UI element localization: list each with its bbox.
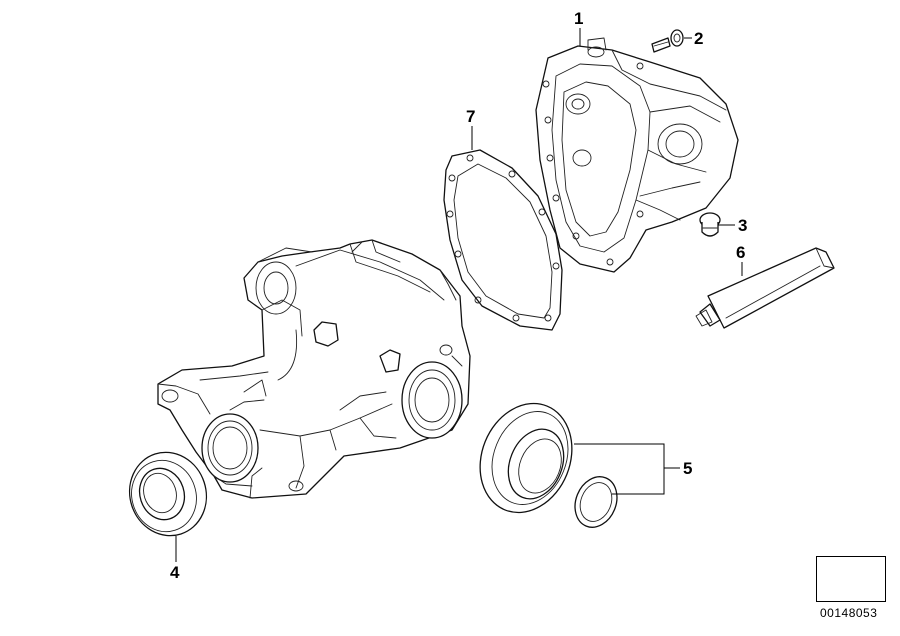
part-plug — [699, 212, 721, 237]
part-shaft-seal-right — [479, 402, 618, 528]
part-housing — [157, 239, 471, 499]
callout-7: 7 — [466, 107, 476, 126]
callout-3: 3 — [738, 216, 748, 235]
part-sealant-tube — [695, 247, 835, 329]
part-shaft-seal-left — [128, 451, 208, 537]
callout-2: 2 — [694, 29, 704, 48]
leader-lines — [175, 28, 743, 562]
callout-4: 4 — [170, 563, 180, 582]
part-cover — [535, 37, 739, 273]
part-bolt — [651, 29, 684, 53]
callout-5: 5 — [683, 459, 693, 478]
callout-1: 1 — [574, 9, 584, 28]
catalog-icon-frame — [816, 556, 886, 602]
callout-6: 6 — [736, 243, 746, 262]
part-gasket — [443, 149, 563, 331]
catalog-number: 00148053 — [820, 606, 878, 620]
